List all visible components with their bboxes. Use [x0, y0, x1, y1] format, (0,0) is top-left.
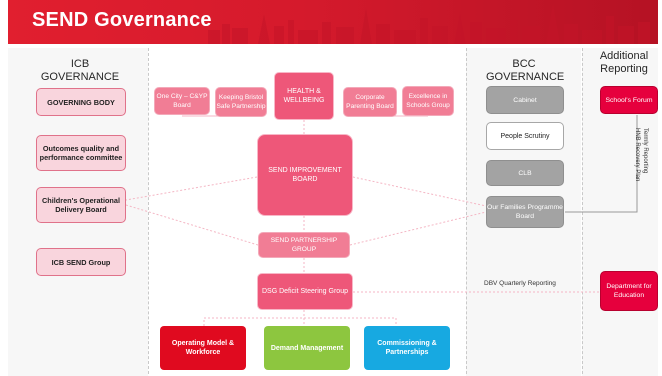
schools-forum-box: School's Forum	[600, 86, 658, 114]
our-families-programme-board-box: Our Families Programme Board	[486, 196, 564, 228]
corporate-parenting-board-box: Corporate Parenting Board	[343, 87, 397, 117]
page-title: SEND Governance	[32, 9, 212, 31]
bcc-governance-heading: BCC GOVERNANCE	[486, 58, 565, 83]
connector-line	[125, 176, 258, 201]
connector-line	[349, 211, 487, 246]
city-skyline-graphic	[208, 4, 650, 44]
connector-line	[203, 317, 397, 326]
header-banner: SEND Governance	[8, 0, 658, 44]
column-divider	[582, 48, 583, 374]
childrens-operational-delivery-board-box: Children's Operational Delivery Board	[36, 187, 126, 223]
dbv-quarterly-reporting-note: DBV Quarterly Reporting	[484, 280, 556, 287]
people-scrutiny-box: People Scrutiny	[486, 122, 564, 150]
commissioning-partnerships-box: Commissioning & Partnerships	[364, 326, 450, 370]
one-city-board-box: One City – C&YP Board	[154, 87, 210, 115]
keeping-bristol-safe-box: Keeping Bristol Safe Partnership	[215, 87, 267, 117]
clb-box: CLB	[486, 160, 564, 186]
dsg-deficit-steering-group-box: DSG Deficit Steering Group	[257, 273, 353, 310]
governing-body-box: GOVERNING BODY	[36, 88, 126, 116]
operating-model-workforce-box: Operating Model & Workforce	[160, 326, 246, 370]
hnb-recovery-plan-note: HNB Recovery Plan	[634, 128, 640, 182]
health-wellbeing-box: HEALTH & WELLBEING	[274, 72, 334, 120]
connector-line	[125, 204, 259, 246]
send-improvement-board-box: SEND IMPROVEMENT BOARD	[257, 134, 353, 216]
icb-send-group-box: ICB SEND Group	[36, 248, 126, 276]
department-for-education-box: Department for Education	[600, 271, 658, 311]
additional-reporting-heading: Additional Reporting	[599, 50, 649, 75]
column-divider	[466, 48, 467, 374]
connector-line	[352, 176, 487, 207]
demand-management-box: Demand Management	[264, 326, 350, 370]
excellence-in-schools-box: Excellence in Schools Group	[402, 86, 454, 116]
cabinet-box: Cabinet	[486, 86, 564, 114]
outcomes-committee-box: Outcomes quality and performance committ…	[36, 135, 126, 171]
reporting-line	[565, 115, 638, 213]
icb-governance-heading: ICB GOVERNANCE	[40, 58, 120, 83]
column-divider	[148, 48, 149, 374]
termly-reporting-note: Termly Reporting	[642, 128, 648, 174]
send-partnership-group-box: SEND PARTNERSHIP GROUP	[258, 232, 350, 258]
